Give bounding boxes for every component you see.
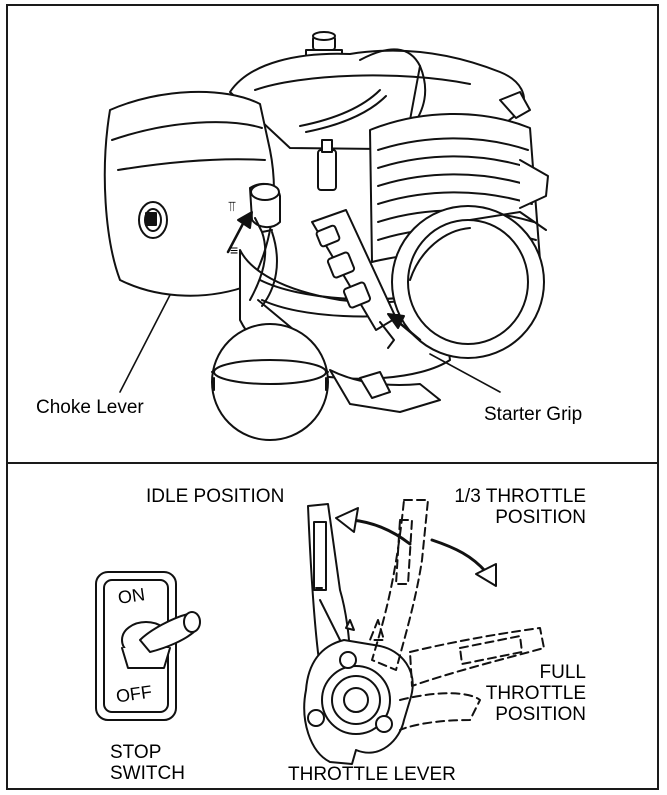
choke-leader-line	[119, 294, 171, 393]
choke-lever-mark-bottom: ≡	[230, 242, 239, 258]
full-throttle-label-line2: THROTTLE	[485, 683, 586, 704]
idle-position-label: IDLE POSITION	[146, 486, 285, 507]
choke-lever-label: Choke Lever	[36, 397, 144, 418]
recoil-starter-housing	[391, 205, 547, 359]
cover-bolt-icon	[138, 201, 168, 239]
starter-leader-line	[429, 353, 501, 393]
switch-on-label: ON	[116, 584, 147, 608]
full-throttle-label-line3: POSITION	[495, 704, 586, 725]
stop-switch-label-line1: STOP	[110, 742, 162, 763]
full-throttle-label-line1: FULL	[539, 662, 586, 683]
throttle-lever-label: THROTTLE LEVER	[288, 764, 456, 785]
spark-plug	[317, 139, 337, 191]
third-throttle-label-line1: 1/3 THROTTLE	[454, 486, 586, 507]
choke-lever-knob	[249, 182, 281, 233]
choke-lever-mark-top: ⫪	[228, 198, 236, 214]
stop-switch-label: STOP SWITCH	[110, 742, 185, 784]
third-throttle-label: 1/3 THROTTLE POSITION	[420, 486, 586, 528]
primer-cap	[211, 323, 329, 441]
panel-divider	[8, 462, 657, 464]
starter-grip-label: Starter Grip	[484, 404, 583, 425]
full-throttle-label: FULL THROTTLE POSITION	[460, 662, 586, 725]
third-throttle-label-line2: POSITION	[495, 507, 586, 528]
stop-switch-label-line2: SWITCH	[110, 763, 185, 784]
